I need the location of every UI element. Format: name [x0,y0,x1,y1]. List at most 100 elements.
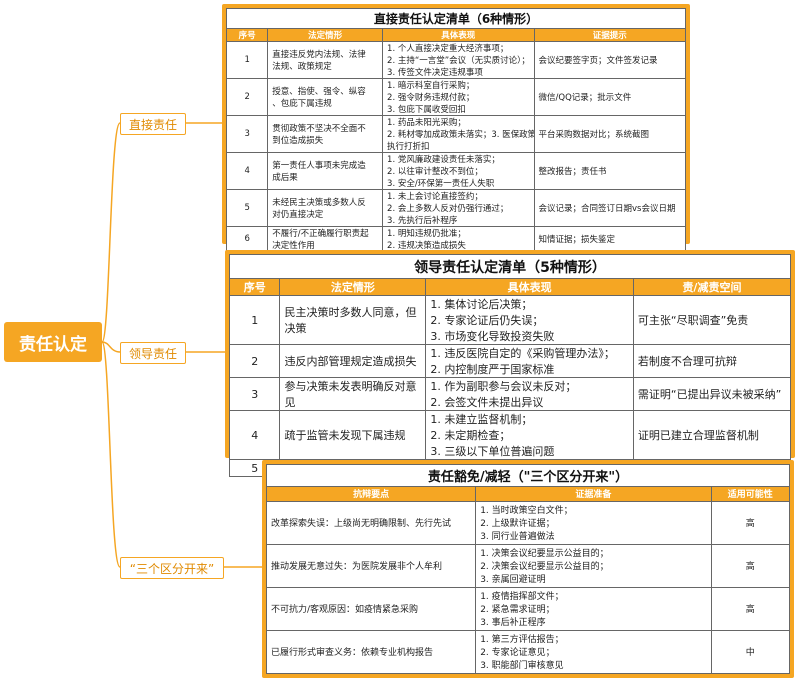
card2-header: 法定情形 [279,278,427,296]
row-number: 4 [225,152,269,190]
behavior-line: 3. 市场变化导致投资失败 [430,330,555,343]
specific-behavior: 1. 个人直接决定重大经济事项；2. 主持“一言堂”会议（无实质讨论）；3. 传… [382,41,535,79]
specific-behavior: 1. 明知违规仍批准；2. 违规决策造成损失 [382,226,535,252]
row-number: 5 [225,189,269,227]
legal-case: 直接违反党内法规、法律法规、政策规定 [267,41,384,79]
exemption-card: 责任豁免/减轻（"三个区分开来"） 抗辩要点 证据准备 适用可能性 改革探索失误… [262,460,794,678]
behavior-line: 2. 以往审计整改不到位； [387,167,483,177]
evidence-line: 3. 职能部门审核意见 [480,661,564,672]
legal-case: 贯彻政策不坚决不全面不到位造成损失 [267,115,384,153]
defense-point: 改革探索失误：上级尚无明确限制、先行先试 [265,500,477,545]
legal-case: 授意、指使、强令、纵容、包庇下属违规 [267,78,384,116]
card3-title: 责任豁免/减轻（"三个区分开来"） [266,464,790,487]
behavior-line: 3. 安全/环保第一责任人失职 [387,179,495,189]
card1-header: 法定情形 [267,28,384,42]
legal-case-line: 直接违反党内法规、法律 [272,50,366,60]
legal-case: 民主决策时多数人同意，但决策 [279,295,427,345]
evidence-preparation: 1. 疫情指挥部文件；2. 紧急需求证明；3. 事后补正程序 [475,586,712,631]
liability-space: 可主张“尽职调查”免责 [632,295,792,345]
behavior-line: 2. 会签文件未提出异议 [430,396,544,409]
applicability: 高 [710,500,791,545]
defense-point: 推动发展无意过失：为医院发展非个人牟利 [265,543,477,588]
legal-case-line: 对仍直接决定 [272,210,324,220]
row-number: 1 [228,295,281,345]
evidence-preparation: 1. 当时政策空白文件；2. 上级默许证据；3. 同行业普遍做法 [475,500,712,545]
evidence-hint: 会议记录；合同签订日期vs会议日期 [533,189,687,227]
branch-direct-responsibility[interactable]: 直接责任 [120,113,186,135]
behavior-line: 3. 传签文件决定违规事项 [387,68,483,78]
evidence-hint: 知情证据；损失鉴定 [533,226,687,252]
behavior-line: 1. 集体讨论后决策； [430,298,533,311]
legal-case-line: 不履行/不正确履行职责起 [272,229,369,239]
card3-header: 抗辩要点 [265,485,477,502]
row-number: 3 [228,377,281,411]
root-node-responsibility[interactable]: 责任认定 [4,322,102,362]
specific-behavior: 1. 作为副职参与会议未反对； 2. 会签文件未提出异议 [425,377,634,411]
evidence-line: 3. 同行业普遍做法 [480,532,555,543]
behavior-line: 2. 内控制度严于国家标准 [430,363,555,376]
liability-space: 证明已建立合理监督机制 [632,410,792,460]
card2-header: 责/减责空间 [632,278,792,296]
specific-behavior: 1. 药品未阳光采购； 2. 耗材零加成政策未落实；3. 医保政策执行打折扣 [382,115,535,153]
branch-three-distinctions[interactable]: “三个区分开来” [120,557,224,579]
evidence-hint: 整改报告；责任书 [533,152,687,190]
legal-case-line: 决定性作用 [272,241,315,251]
legal-case-line: 未经民主决策或多数人反 [272,198,366,208]
evidence-line: 1. 决策会议纪要显示公益目的； [480,549,609,560]
legal-case: 未经民主决策或多数人反对仍直接决定 [267,189,384,227]
evidence-line: 2. 专家论证意见； [480,648,555,659]
liability-space: 需证明“已提出异议未被采纳” [632,377,792,411]
legal-case-line: 法规、政策规定 [272,62,332,72]
evidence-preparation: 1. 第三方评估报告； 2. 专家论证意见； 3. 职能部门审核意见 [475,629,712,675]
applicability: 高 [710,586,791,631]
legal-case-line: 成后果 [272,173,298,183]
behavior-line: 2. 未定期检查； [430,429,511,442]
behavior-line: 1. 药品未阳光采购； [387,118,466,128]
legal-case-line: 授意、指使、强令、纵容 [272,87,366,97]
evidence-line: 1. 第三方评估报告； [480,635,564,646]
behavior-line: 3. 先执行后补程序 [387,216,458,226]
legal-case-line: 第一责任人事项未完成造 [272,161,366,171]
card2-header: 具体表现 [425,278,634,296]
specific-behavior: 1. 暗示科室自行采购；2. 强令财务违规付款；3. 包庇下属收受回扣 [382,78,535,116]
behavior-line: 1. 作为副职参与会议未反对； [430,380,577,393]
card2-title: 领导责任认定清单（5种情形） [229,254,791,279]
legal-case: 不履行/不正确履行职责起决定性作用 [267,226,384,252]
evidence-line: 2. 上级默许证据； [480,519,555,530]
liability-space: 若制度不合理可抗辩 [632,344,792,378]
legal-case-line: 贯彻政策不坚决不全面不 [272,124,366,134]
evidence-hint: 会议纪要签字页；文件签发记录 [533,41,687,79]
applicability: 高 [710,543,791,588]
specific-behavior: 1. 党风廉政建设责任未落实；2. 以往审计整改不到位；3. 安全/环保第一责任… [382,152,535,190]
specific-behavior: 1. 集体讨论后决策； 2. 专家论证后仍失误； 3. 市场变化导致投资失败 [425,295,634,345]
row-number: 4 [228,410,281,460]
evidence-line: 3. 事后补正程序 [480,618,546,629]
behavior-line: 2. 耗材零加成政策未落实；3. 医保政策 [387,130,535,140]
behavior-line: 1. 未上会讨论直接签约； [387,192,483,202]
card3-header: 证据准备 [475,485,712,502]
behavior-line: 执行打折扣 [387,142,430,152]
behavior-line: 2. 会上多数人反对仍强行通过； [387,204,509,214]
legal-case-line: 、包庇下属违规 [272,99,332,109]
row-number: 3 [225,115,269,153]
evidence-preparation: 1. 决策会议纪要显示公益目的；2. 决策会议纪要显示公益目的；3. 亲属回避证… [475,543,712,588]
card2-header: 序号 [228,278,281,296]
specific-behavior: 1. 未建立监督机制；2. 未定期检查；3. 三级以下单位普遍问题 [425,410,634,460]
specific-behavior: 1. 违反医院自定的《采购管理办法》；2. 内控制度严于国家标准 [425,344,634,378]
branch-leadership-responsibility[interactable]: 领导责任 [120,342,186,364]
evidence-line: 2. 决策会议纪要显示公益目的； [480,562,609,573]
behavior-line: 2. 专家论证后仍失误； [430,314,544,327]
card1-title: 直接责任认定清单（6种情形） [226,8,686,29]
behavior-line: 3. 三级以下单位普遍问题 [430,445,555,458]
